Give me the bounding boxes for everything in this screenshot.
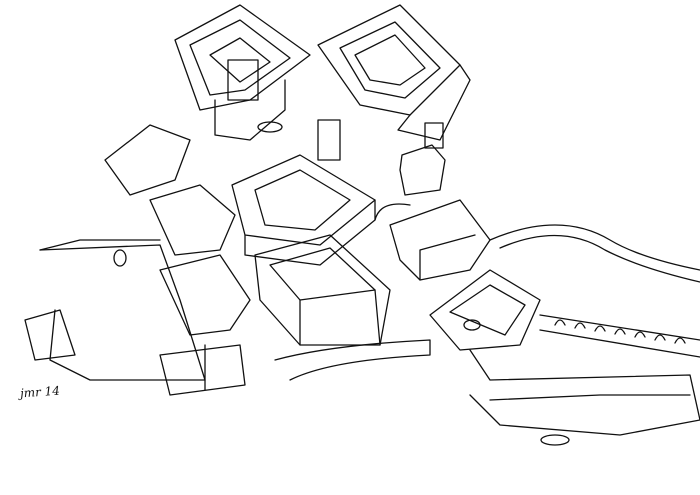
building-left-courtyard bbox=[24, 239, 206, 381]
building-top-courtyard bbox=[174, 4, 311, 141]
building-lower-central bbox=[254, 234, 391, 346]
building-right-lower-courtyard bbox=[429, 269, 541, 351]
building-small-tower bbox=[399, 122, 446, 196]
building-top-right-courtyard bbox=[317, 4, 471, 141]
aqueduct-wall bbox=[489, 224, 700, 358]
signature: jmr 14 bbox=[19, 383, 61, 401]
road bbox=[274, 339, 431, 381]
building-left-cluster bbox=[104, 124, 251, 396]
building-central-courtyard bbox=[231, 119, 376, 266]
building-bottom-right bbox=[469, 349, 700, 446]
building-right-block bbox=[374, 199, 491, 281]
